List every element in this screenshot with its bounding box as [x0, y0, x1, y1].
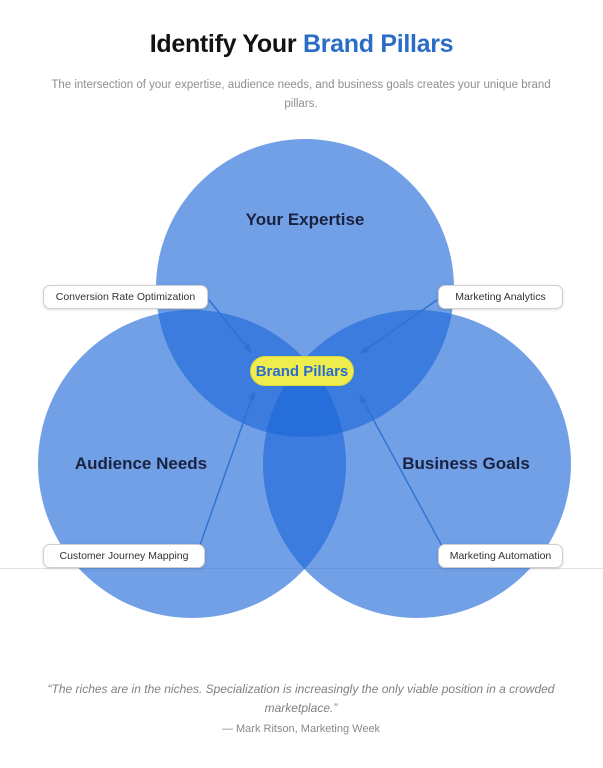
label-audience-needs: Audience Needs: [74, 454, 208, 473]
quote-text: “The riches are in the niches. Specializ…: [47, 682, 555, 715]
brand-pillars-pill: Brand Pillars: [250, 356, 354, 386]
page-title-accent: Brand Pillars: [302, 30, 454, 58]
callout-customer-journey-mapping: Customer Journey Mapping: [43, 544, 205, 568]
quote-attribution: — Mark Ritson, Marketing Week: [221, 723, 381, 735]
callout-marketing-analytics: Marketing Analytics: [438, 285, 563, 309]
callout-marketing-automation: Marketing Automation: [438, 544, 563, 568]
page-title: Identify Your Brand Pillars: [0, 30, 603, 59]
page-title-black: Identify Your: [149, 30, 303, 58]
label-your-expertise: Your Expertise: [245, 210, 365, 229]
callout-conversion-rate-optimization: Conversion Rate Optimization: [43, 285, 208, 309]
page-subtitle: The intersection of your expertise, audi…: [51, 79, 551, 110]
label-business-goals: Business Goals: [402, 454, 530, 473]
